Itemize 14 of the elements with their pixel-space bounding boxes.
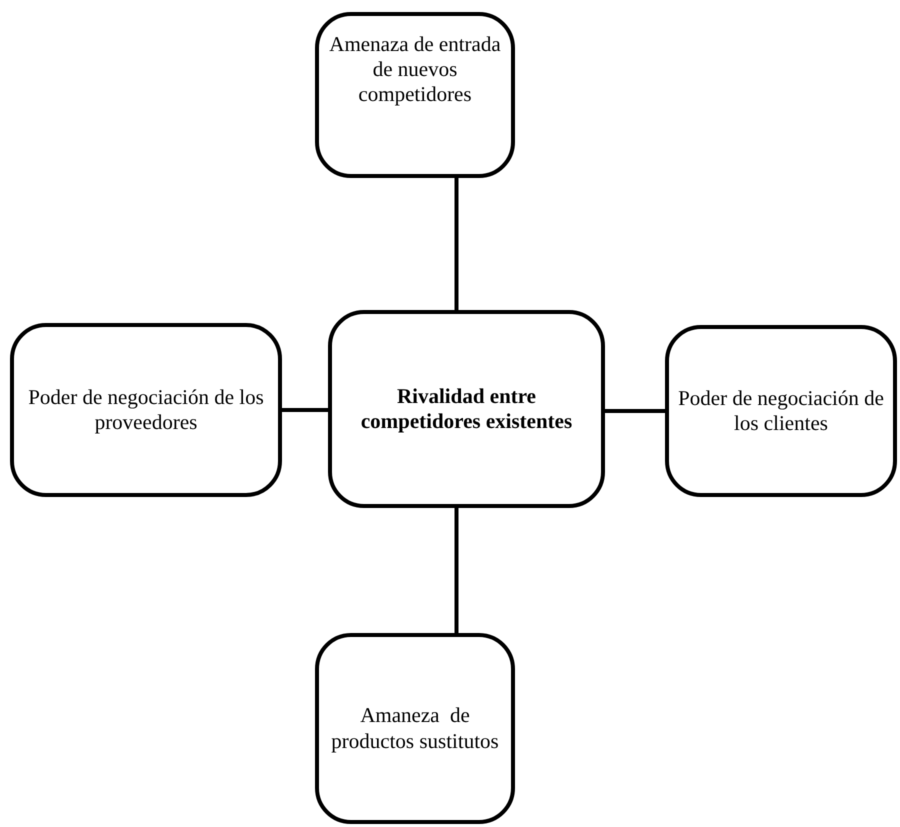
box-text: Rivalidad entre competidores existentes <box>360 384 574 434</box>
connector-line <box>282 408 328 412</box>
box-text: Poder de negociación de los clientes <box>677 386 885 436</box>
box-text: Poder de negociación de los proveedores <box>27 384 265 436</box>
box-text: Amenaza de entrada de nuevos competidores <box>328 32 502 108</box>
connector-line <box>605 409 665 413</box>
connector-line <box>454 178 458 310</box>
rounded-box <box>315 633 515 824</box>
rounded-box <box>315 12 515 178</box>
rounded-box <box>665 325 897 497</box>
rounded-box <box>10 323 282 497</box>
box-text: Amaneza de productos sustitutos <box>330 703 500 754</box>
connector-line <box>454 508 458 633</box>
rounded-box <box>328 310 605 508</box>
